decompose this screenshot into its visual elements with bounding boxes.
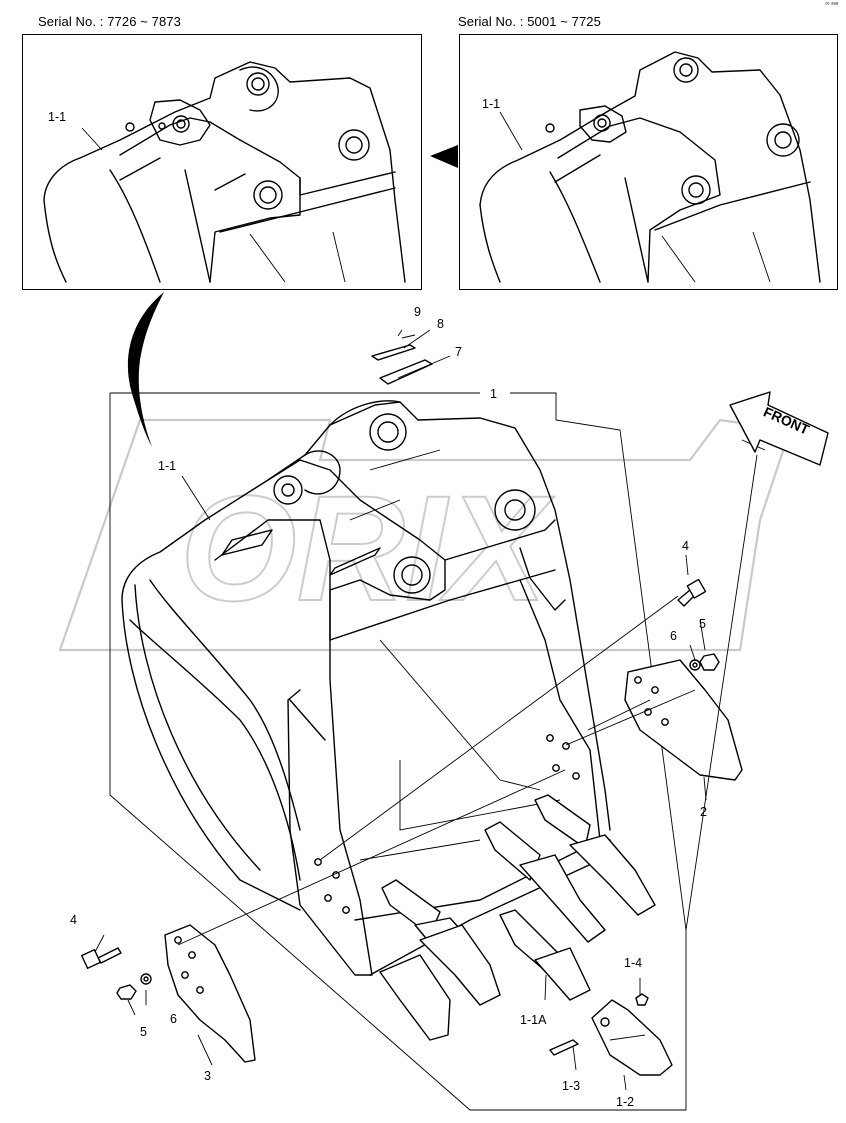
- pin-hardware-top: [371, 329, 433, 385]
- callout-2: 2: [700, 805, 707, 819]
- inset-right-bucket: 1-1: [479, 51, 821, 283]
- serial-label-right: Serial No. : 5001 ~ 7725: [458, 14, 601, 29]
- watermark-text: ORIX: [180, 464, 555, 632]
- callout-8: 8: [437, 317, 444, 331]
- detached-tooth: [549, 993, 673, 1076]
- side-cutter-left: [164, 924, 256, 1063]
- callout-4-left: 4: [70, 913, 77, 927]
- bucket-teeth: [379, 794, 656, 1041]
- callout-6-right: 6: [670, 629, 677, 643]
- watermark-logo: ORIX: [58, 418, 792, 652]
- callout-4-right: 4: [682, 539, 689, 553]
- leader-lines: [94, 329, 766, 1091]
- pointer-triangle: [430, 145, 458, 168]
- main-bucket: [121, 400, 611, 976]
- lock-1-4: [635, 993, 649, 1006]
- leader-inset-left: [81, 127, 103, 151]
- corner-mark: ᵒᶜ ᵃᵃᵃ: [825, 2, 838, 8]
- callout-1-2: 1-2: [616, 1095, 634, 1109]
- callout-9: 9: [414, 305, 421, 319]
- callout-1-4: 1-4: [624, 956, 642, 970]
- callouts: 1 1-1 1-1A 1-2 1-3 1-4 2 3 4 4 5 5 6 6 7…: [70, 305, 707, 1109]
- serial-label-left: Serial No. : 7726 ~ 7873: [38, 14, 181, 29]
- callout-6-left: 6: [170, 1012, 177, 1026]
- front-arrow: FRONT: [729, 391, 829, 466]
- callout-1-3: 1-3: [562, 1079, 580, 1093]
- inset-left-bucket: 1-1: [43, 61, 406, 283]
- callout-1-1: 1-1: [158, 459, 176, 473]
- callout-7: 7: [455, 345, 462, 359]
- inset-frame-right: [459, 34, 838, 290]
- hardware: [80, 578, 720, 1000]
- callout-3: 3: [204, 1069, 211, 1083]
- reference-curve-arrow: [127, 292, 164, 447]
- callout-5-right: 5: [699, 617, 706, 631]
- callout-inset-left: 1-1: [48, 110, 66, 124]
- side-cutter-right: [624, 659, 743, 781]
- callout-inset-right: 1-1: [482, 97, 500, 111]
- inset-frame-left: [22, 34, 422, 290]
- callout-1-1A: 1-1A: [520, 1013, 547, 1027]
- callout-5-left: 5: [140, 1025, 147, 1039]
- leader-inset-right: [499, 111, 523, 151]
- callout-1: 1: [490, 387, 497, 401]
- pin-1-3: [549, 1039, 579, 1056]
